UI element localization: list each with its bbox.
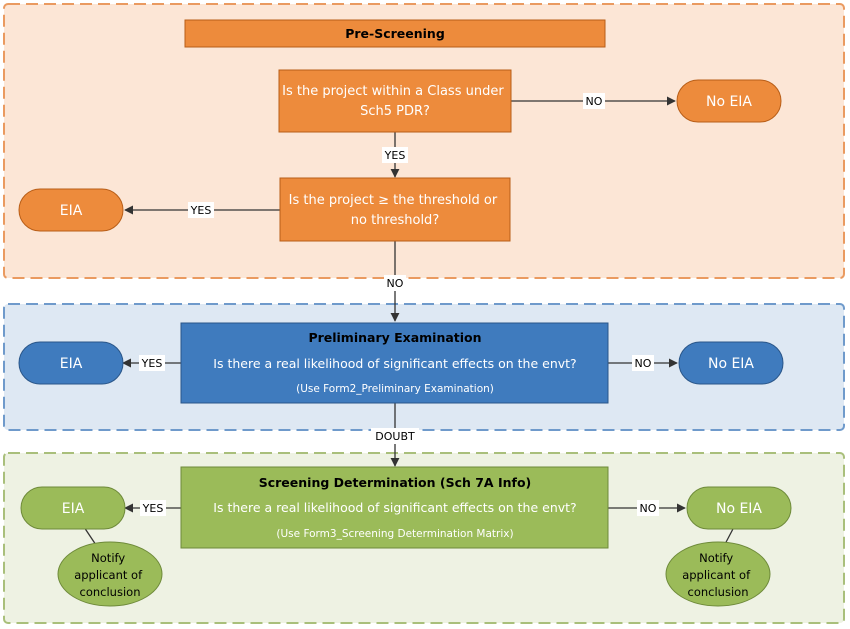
no-eia-terminal-prelim[interactable] xyxy=(678,341,784,385)
pre-screening-title-box xyxy=(184,19,606,48)
label-no-prelim: NO xyxy=(635,357,652,370)
label-yes-threshold: YES xyxy=(190,204,212,217)
label-yes-class: YES xyxy=(384,149,406,162)
class-question-text: Is the project within a Class under Sch5… xyxy=(282,84,508,119)
eia-terminal-pre[interactable] xyxy=(18,188,124,232)
eia-terminal-screening[interactable] xyxy=(20,486,126,530)
label-doubt: DOUBT xyxy=(375,430,415,443)
notify-applicant-right[interactable] xyxy=(665,541,771,607)
label-yes-prelim: YES xyxy=(141,357,163,370)
edge-labels: NO YES YES NO YES NO DOUBT YES NO xyxy=(139,93,659,516)
eia-label-pre: EIA xyxy=(60,203,83,219)
screening-title: Screening Determination (Sch 7A Info) xyxy=(259,475,532,490)
label-no-class: NO xyxy=(586,95,603,108)
no-eia-label-pre: No EIA xyxy=(706,94,752,110)
class-question-box[interactable] xyxy=(278,69,512,133)
preliminary-box[interactable] xyxy=(180,322,609,404)
no-eia-terminal-screening[interactable] xyxy=(686,486,792,530)
no-eia-label-screening: No EIA xyxy=(716,501,762,517)
no-eia-terminal-pre[interactable] xyxy=(676,79,782,123)
preliminary-note: (Use Form2_Preliminary Examination) xyxy=(296,383,494,395)
notify-right-text: Notify applicant of conclusion xyxy=(682,551,754,599)
label-yes-screening: YES xyxy=(142,502,164,515)
notify-applicant-left[interactable] xyxy=(57,541,163,607)
eia-terminal-prelim[interactable] xyxy=(18,341,124,385)
eia-label-screening: EIA xyxy=(62,501,85,517)
threshold-question-box[interactable] xyxy=(279,177,511,242)
preliminary-question: Is there a real likelihood of significan… xyxy=(213,356,576,371)
pre-screening-title: Pre-Screening xyxy=(345,26,445,41)
label-no-threshold: NO xyxy=(387,277,404,290)
label-no-screening: NO xyxy=(640,502,657,515)
threshold-question-text: Is the project ≥ the threshold or no thr… xyxy=(289,193,502,228)
notify-left-text: Notify applicant of conclusion xyxy=(74,551,146,599)
screening-box[interactable] xyxy=(180,466,609,549)
preliminary-title: Preliminary Examination xyxy=(308,330,481,345)
screening-question: Is there a real likelihood of significan… xyxy=(213,500,576,515)
no-eia-label-prelim: No EIA xyxy=(708,356,754,372)
eia-label-prelim: EIA xyxy=(60,356,83,372)
screening-note: (Use Form3_Screening Determination Matri… xyxy=(276,528,513,540)
